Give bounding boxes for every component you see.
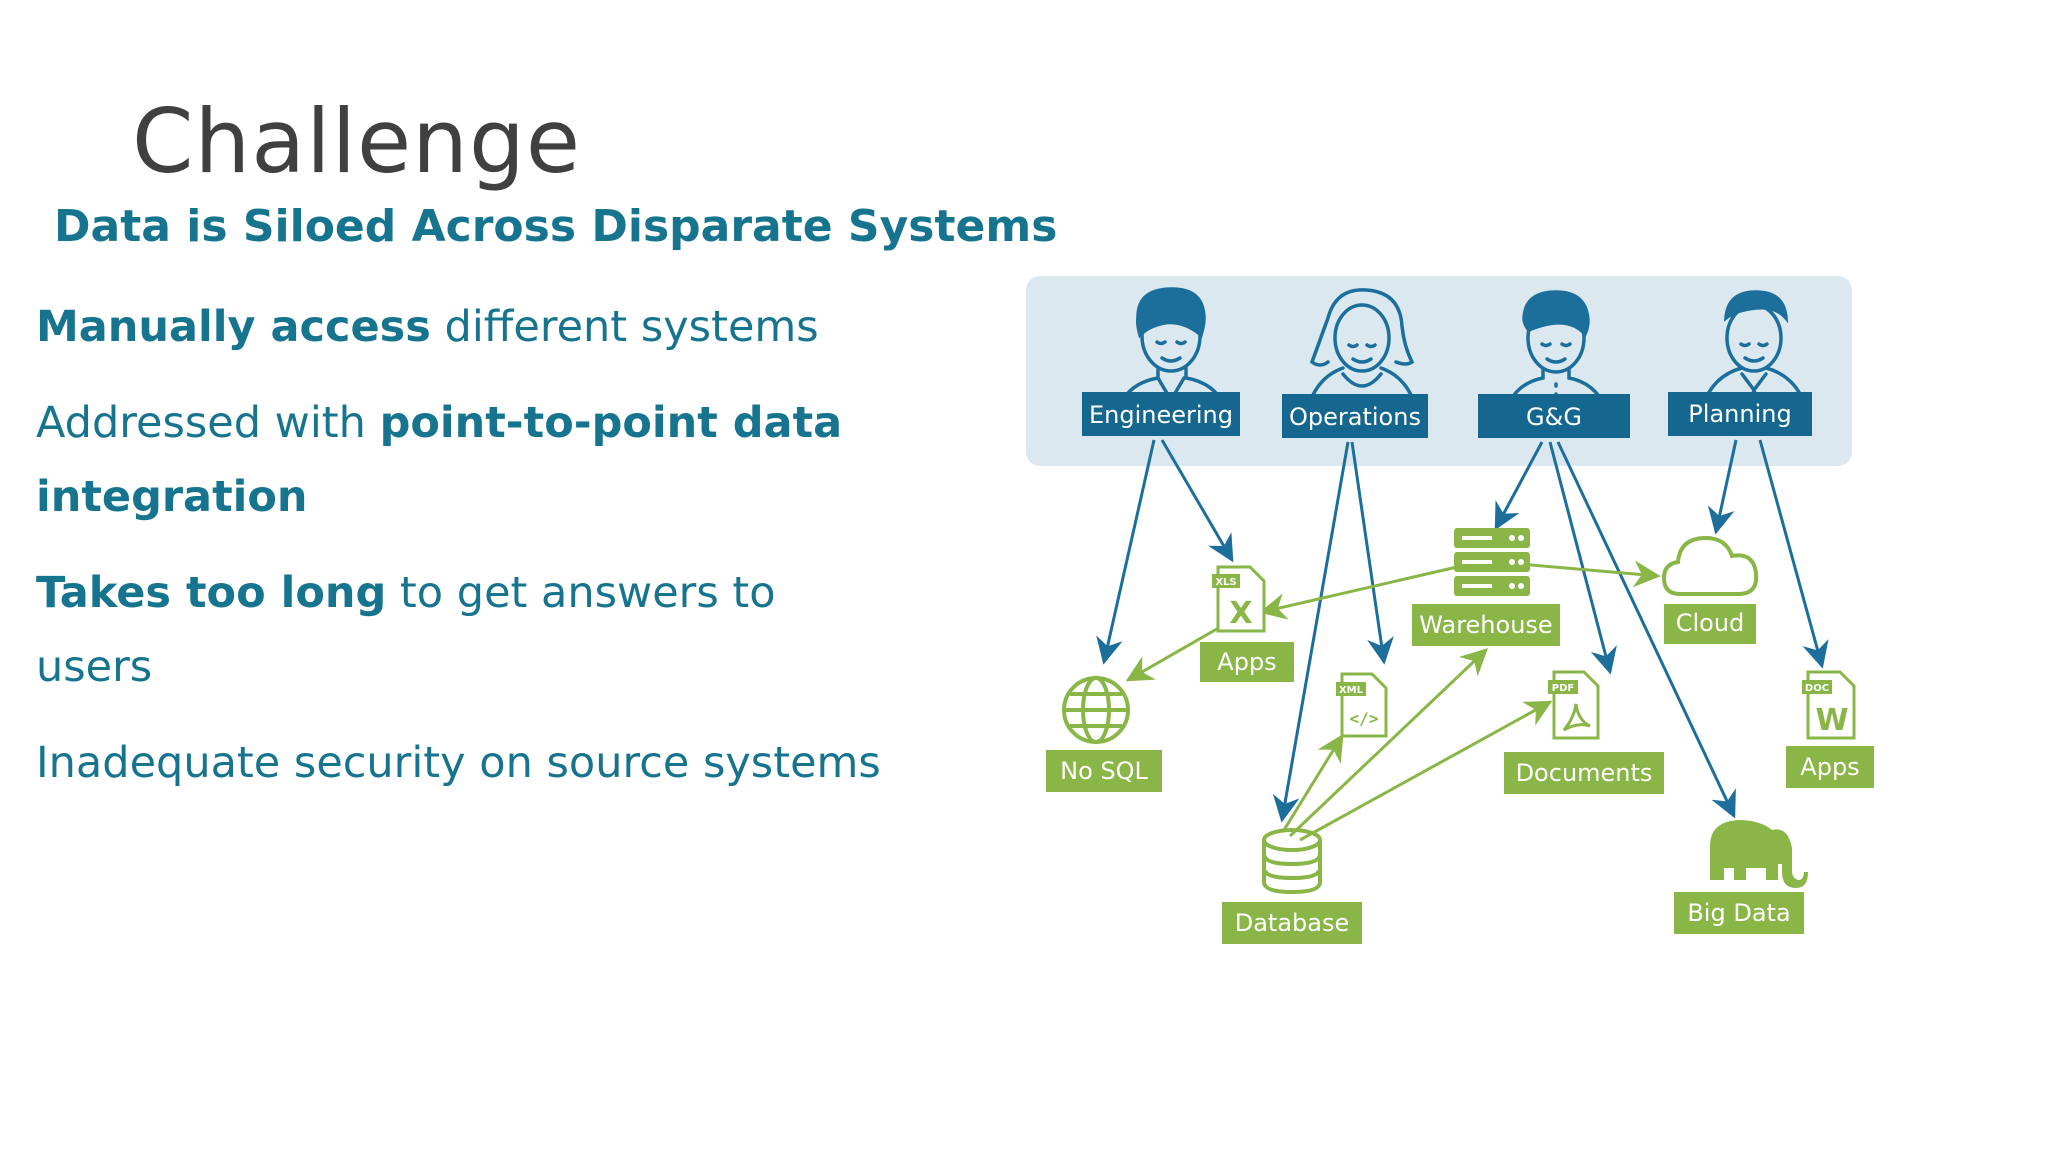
file-tag: XLS [1215,577,1236,588]
warehouse-source: Warehouse [1412,528,1560,646]
operations-user: Operations [1282,288,1428,438]
bullet-item: Inadequate security on source systems [36,726,896,800]
bullet-text: Addressed with [36,398,380,448]
user-label: G&G [1526,403,1582,431]
globe-icon [1062,676,1130,744]
database-source: Database [1222,828,1362,944]
source-label: Cloud [1676,609,1745,637]
documents-source: PDF Documents [1504,670,1664,794]
file-tag: PDF [1552,683,1574,694]
slide-subtitle: Data is Siloed Across Disparate Systems [54,201,1058,252]
data-silo-diagram: Engineering Operations G&G [1010,262,1890,962]
source-label: Warehouse [1419,611,1552,639]
source-label: Apps [1217,648,1276,676]
pdf-file-icon: PDF [1548,670,1600,740]
elephant-icon [1710,820,1808,888]
user-access-arrows [1096,439,1829,823]
user-label: Operations [1289,403,1421,431]
male-user-icon [1503,290,1609,416]
bullet-bold: Takes too long [36,568,387,618]
integration-arrows [1125,560,1661,842]
cloud-source: Cloud [1661,535,1759,644]
source-label: Apps [1800,753,1859,781]
bullet-text: to get answers to users [36,568,776,692]
cloud-icon [1661,535,1759,596]
file-glyph: W [1815,703,1848,738]
excel-file-icon: XLS X [1212,565,1266,633]
word-file-icon: DOC W [1802,670,1856,740]
xml-file-icon: XML </> [1336,672,1388,738]
engineering-user: Engineering [1082,287,1240,436]
file-glyph: X [1229,596,1252,631]
nosql-source: No SQL [1046,676,1162,792]
xml-source: XML </> [1336,672,1388,738]
server-stack-icon [1454,528,1530,596]
user-label: Engineering [1089,401,1233,429]
bullet-bold: point-to-point data integration [36,398,843,522]
xls-apps-source: XLS X Apps [1200,565,1294,682]
doc-apps-source: DOC W Apps [1786,670,1874,788]
bullet-bold: Manually access [36,302,431,352]
bullet-text: different systems [430,302,819,352]
bigdata-source: Big Data [1674,820,1808,934]
diagram-svg: Engineering Operations G&G [1026,276,1874,944]
user-label: Planning [1688,400,1791,428]
source-label: Big Data [1687,899,1790,927]
database-icon [1262,828,1322,895]
source-label: No SQL [1060,757,1148,785]
gg-user: G&G [1478,290,1630,438]
source-label: Documents [1516,759,1653,787]
bullet-list: Manually access different systems Addres… [36,290,896,822]
bullet-item: Manually access different systems [36,290,896,364]
slide-title: Challenge [132,90,581,193]
file-glyph: </> [1350,709,1379,728]
bullet-text: Inadequate security on source systems [36,738,881,788]
file-tag: DOC [1805,683,1829,694]
planning-user: Planning [1668,290,1812,436]
bullet-item: Addressed with point-to-point data integ… [36,386,896,534]
file-tag: XML [1339,685,1364,696]
bullet-item: Takes too long to get answers to users [36,556,896,704]
source-label: Database [1235,909,1350,937]
